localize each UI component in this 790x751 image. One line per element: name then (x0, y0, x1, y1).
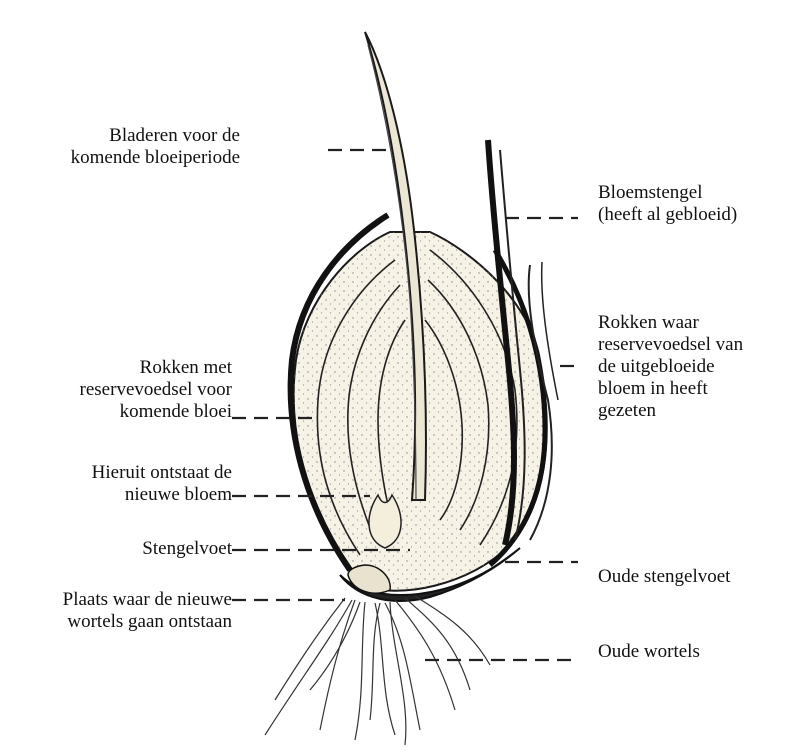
label-old-roots: Oude wortels (598, 641, 788, 663)
label-new-roots-place: Plaats waar de nieuwe wortels gaan ontst… (0, 589, 232, 633)
label-flower-stem: Bloemstengel (heeft al gebloeid) (598, 182, 788, 226)
old-roots (265, 596, 490, 745)
label-new-flower: Hieruit ontstaat de nieuwe bloem (0, 462, 232, 506)
new-flower-bud (369, 495, 401, 548)
label-basal-plate: Stengelvoet (0, 538, 232, 560)
label-scales-old-flower: Rokken waar reservevoedsel van de uitgeb… (598, 312, 788, 422)
label-old-basal-plate: Oude stengelvoet (598, 566, 788, 588)
label-leaves-future: Bladeren voor de komende bloeiperiode (0, 125, 240, 169)
label-scales-reserve: Rokken met reservevoedsel voor komende b… (0, 357, 232, 423)
